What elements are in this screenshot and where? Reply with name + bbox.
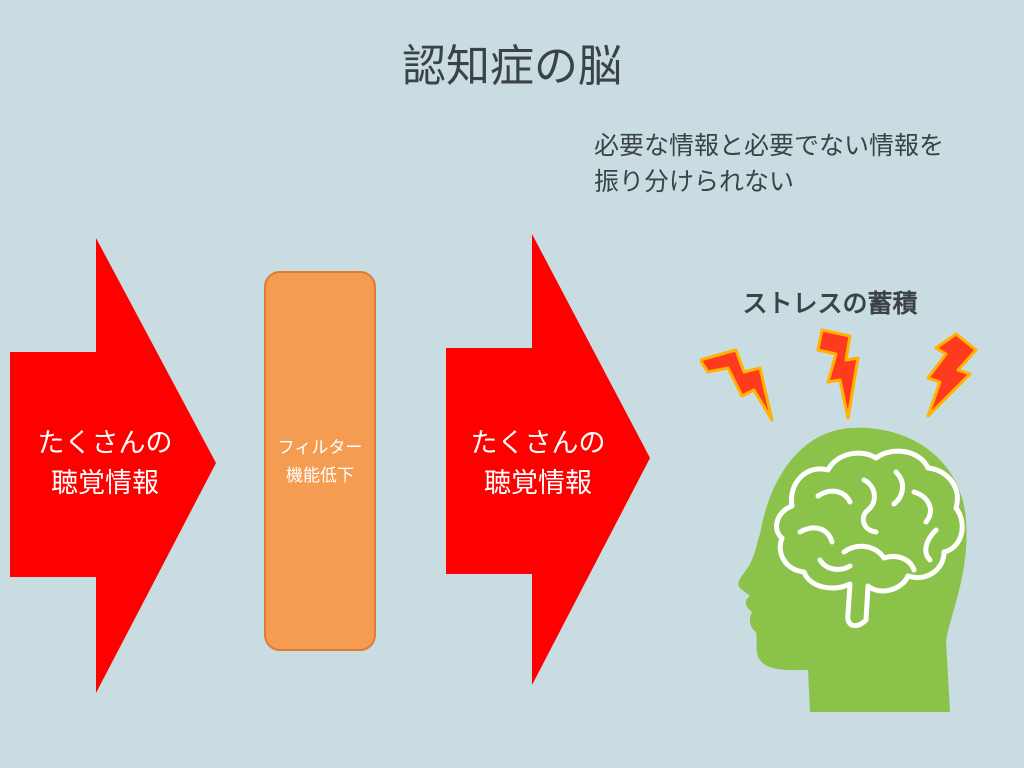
- left-arrow-shape: [10, 238, 216, 693]
- note-text: 必要な情報と必要でない情報を 振り分けられない: [594, 128, 944, 200]
- right-arrow-shape: [446, 234, 650, 685]
- brain-icon: [774, 448, 965, 629]
- filter-label: フィルター 機能低下: [264, 434, 376, 490]
- right-arrow-label: たくさんの 聴覚情報: [446, 424, 630, 504]
- note-line-2: 振り分けられない: [594, 167, 795, 196]
- right-arrow: [446, 234, 650, 685]
- lightning-icon: [700, 348, 774, 422]
- filter-label-line-1: フィルター: [277, 438, 363, 458]
- filter-box: [264, 271, 376, 651]
- head-silhouette-icon: [738, 427, 967, 712]
- left-arrow: [10, 238, 216, 693]
- left-arrow-label: たくさんの 聴覚情報: [10, 424, 200, 504]
- filter-label-line-2: 機能低下: [286, 466, 354, 486]
- lightning-icon: [926, 332, 978, 418]
- right-arrow-label-line-1: たくさんの: [470, 428, 606, 459]
- lightning-icon: [816, 328, 860, 420]
- page-title: 認知症の脳: [402, 41, 622, 92]
- right-arrow-label-line-2: 聴覚情報: [484, 468, 592, 499]
- left-arrow-label-line-1: たくさんの: [37, 428, 173, 459]
- stress-label: ストレスの蓄積: [742, 289, 918, 318]
- left-arrow-label-line-2: 聴覚情報: [51, 468, 159, 499]
- note-line-1: 必要な情報と必要でない情報を: [594, 131, 945, 160]
- head-illustration: [700, 328, 978, 712]
